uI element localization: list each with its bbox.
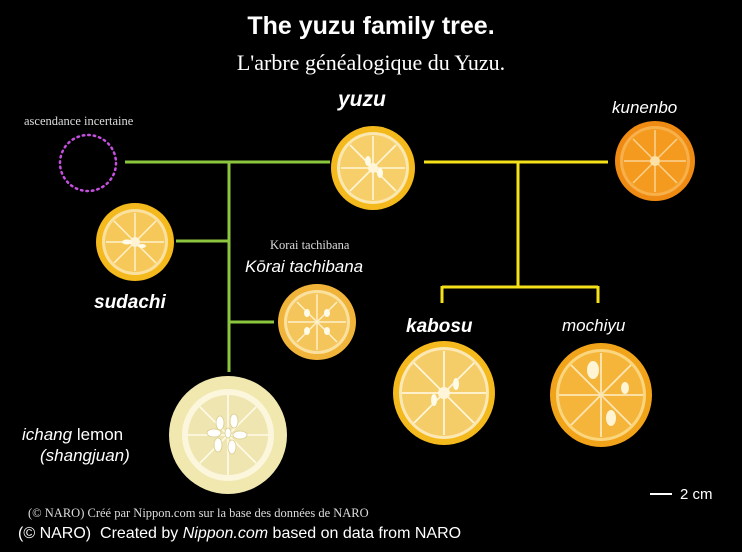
credit-french: (© NARO) Créé par Nippon.com sur la base… [28, 506, 369, 520]
scale-label: 2 cm [680, 486, 713, 503]
kunenbo-fruit [615, 121, 695, 201]
ichang-lemon-fruit [169, 376, 287, 494]
kunenbo-label: kunenbo [612, 98, 678, 117]
ichang-name: ichang [22, 425, 73, 444]
credit-prefix: (© NARO) Created by [18, 525, 183, 542]
mochiyu-label: mochiyu [562, 316, 626, 335]
sudachi-fruit [96, 203, 174, 281]
kabosu-label: kabosu [406, 316, 473, 337]
credit-suffix: based on data from NARO [268, 525, 462, 542]
diagram-subtitle: L'arbre généalogique du Yuzu. [236, 50, 506, 75]
ichang-lemon-label: ichang lemon [22, 425, 123, 445]
uncertain-ancestry-circle [58, 133, 118, 193]
credit-site: Nippon.com [182, 525, 269, 542]
uncertain-ancestry-label: ascendance incertaine [24, 114, 134, 128]
korai-tachibana-fruit [278, 284, 356, 360]
korai-tachibana-label: Kōrai tachibana [245, 257, 364, 276]
shangjuan-label: (shangjuan) [40, 446, 130, 465]
yuzu-fruit [331, 126, 415, 210]
mochiyu-fruit [550, 343, 652, 447]
sudachi-label: sudachi [94, 292, 166, 313]
credit-english: (© NARO) Created by Nippon.com based on … [18, 525, 461, 543]
diagram-title: The yuzu family tree. [247, 12, 495, 40]
ichang-suffix: lemon [72, 425, 124, 444]
yuzu-label: yuzu [338, 88, 386, 111]
kabosu-fruit [393, 341, 495, 445]
korai-tachibana-small-label: Korai tachibana [270, 238, 350, 252]
